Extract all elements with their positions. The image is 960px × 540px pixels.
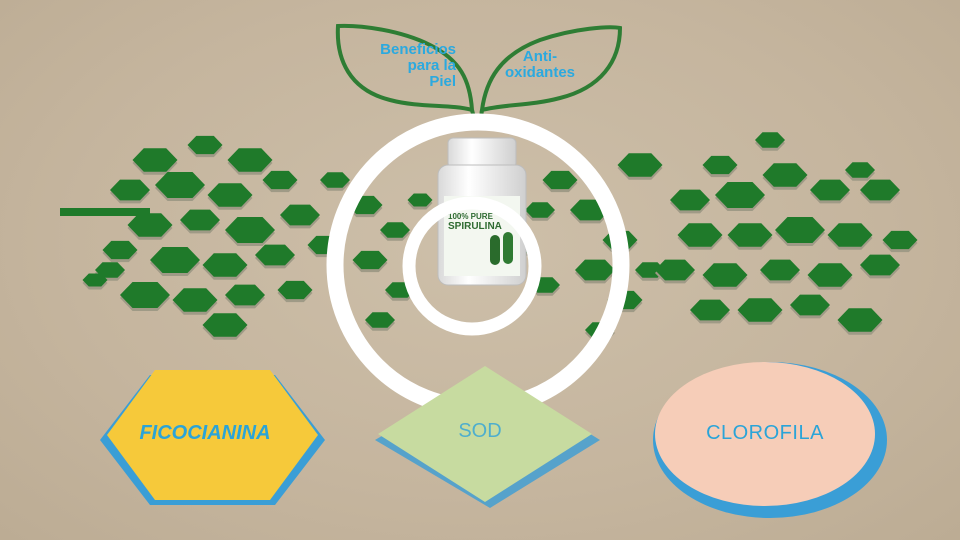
- hexagon-tile: [262, 170, 298, 190]
- hexagon-tile: [202, 313, 248, 337]
- inner-ring: [402, 196, 542, 336]
- hexagon-tile: [845, 162, 875, 178]
- hexagon-tile: [702, 263, 748, 287]
- hexagon-tile: [727, 223, 773, 247]
- leaf-right-line: oxidantes: [504, 64, 576, 81]
- sod-label: SOD: [458, 420, 502, 442]
- hexagon-tile: [617, 153, 663, 177]
- bottle-label-line: SPIRULINA: [448, 221, 502, 232]
- leaf-left-outline: [335, 23, 475, 113]
- hexagon-tile: [102, 240, 138, 260]
- leaf-right-line: Anti-: [522, 48, 558, 65]
- green-bar: [60, 208, 150, 216]
- hexagon-tile: [365, 312, 395, 328]
- capsule-1: [490, 235, 500, 265]
- hexagon-tile: [180, 209, 220, 231]
- hexagon-tile: [320, 172, 350, 188]
- clorofila-card: [655, 362, 875, 506]
- ficocianina-label: FICOCIANINA: [139, 422, 271, 444]
- hexagon-tile: [690, 299, 730, 321]
- hexagon-tile: [202, 253, 248, 277]
- hexagon-tile: [155, 172, 205, 198]
- leaf-right-outline: [479, 25, 623, 113]
- hexagon-tile: [120, 282, 170, 308]
- hexagon-tile: [760, 259, 800, 281]
- hexagon-tile: [110, 179, 150, 201]
- hexagon-tile: [255, 244, 295, 266]
- hexagon-tile: [225, 217, 275, 243]
- hexagon-tile: [807, 263, 853, 287]
- hexagon-tile: [860, 254, 900, 276]
- hexagon-tile: [277, 280, 313, 300]
- hexagon-tile: [380, 222, 410, 238]
- leaf-left-line: para la: [407, 57, 456, 74]
- hexagon-tile: [407, 193, 433, 207]
- hexagon-tile: [762, 163, 808, 187]
- hexagon-tile: [207, 183, 253, 207]
- bottle-label-line: 100% PURE: [448, 212, 493, 221]
- hexagon-tile: [655, 259, 695, 281]
- hexagon-tile: [187, 135, 223, 155]
- hexagon-tile: [755, 132, 785, 148]
- hexagon-tile: [882, 230, 918, 250]
- hexagon-tile: [737, 298, 783, 322]
- hexagon-tile: [837, 308, 883, 332]
- hexagon-tile: [575, 259, 615, 281]
- hexagon-tile: [225, 284, 265, 306]
- hexagon-tile: [677, 223, 723, 247]
- hexagon-tile: [790, 294, 830, 316]
- hexagon-tile: [810, 179, 850, 201]
- leaf-left-label: Beneficios para la Piel: [352, 42, 456, 90]
- hexagon-tile: [827, 223, 873, 247]
- hexagon-tile: [670, 189, 710, 211]
- sod-card: [378, 366, 592, 502]
- hexagon-tile: [542, 170, 578, 190]
- hexagon-tile: [775, 217, 825, 243]
- hexagon-tile: [172, 288, 218, 312]
- hexagon-tile: [352, 250, 388, 270]
- leaf-left-line: Beneficios: [380, 41, 456, 58]
- hexagon-tile: [127, 213, 173, 237]
- capsule-2: [503, 232, 513, 264]
- hexagon-tile: [82, 273, 108, 287]
- hexagon-tile: [132, 148, 178, 172]
- hexagon-tile: [280, 204, 320, 226]
- hexagon-tile: [715, 182, 765, 208]
- hexagon-tile: [227, 148, 273, 172]
- bottle-label-title: 100% PURE SPIRULINA: [448, 212, 520, 232]
- hexagon-tile: [702, 155, 738, 175]
- hexagon-tile: [860, 179, 900, 201]
- hexagon-tile: [525, 202, 555, 218]
- ficocianina-card: [107, 370, 318, 500]
- leaf-left-line: Piel: [429, 73, 456, 90]
- clorofila-label: CLOROFILA: [706, 422, 824, 444]
- leaf-right-label: Anti- oxidantes: [500, 49, 580, 81]
- hexagon-tile: [95, 262, 125, 278]
- hexagon-tile: [150, 247, 200, 273]
